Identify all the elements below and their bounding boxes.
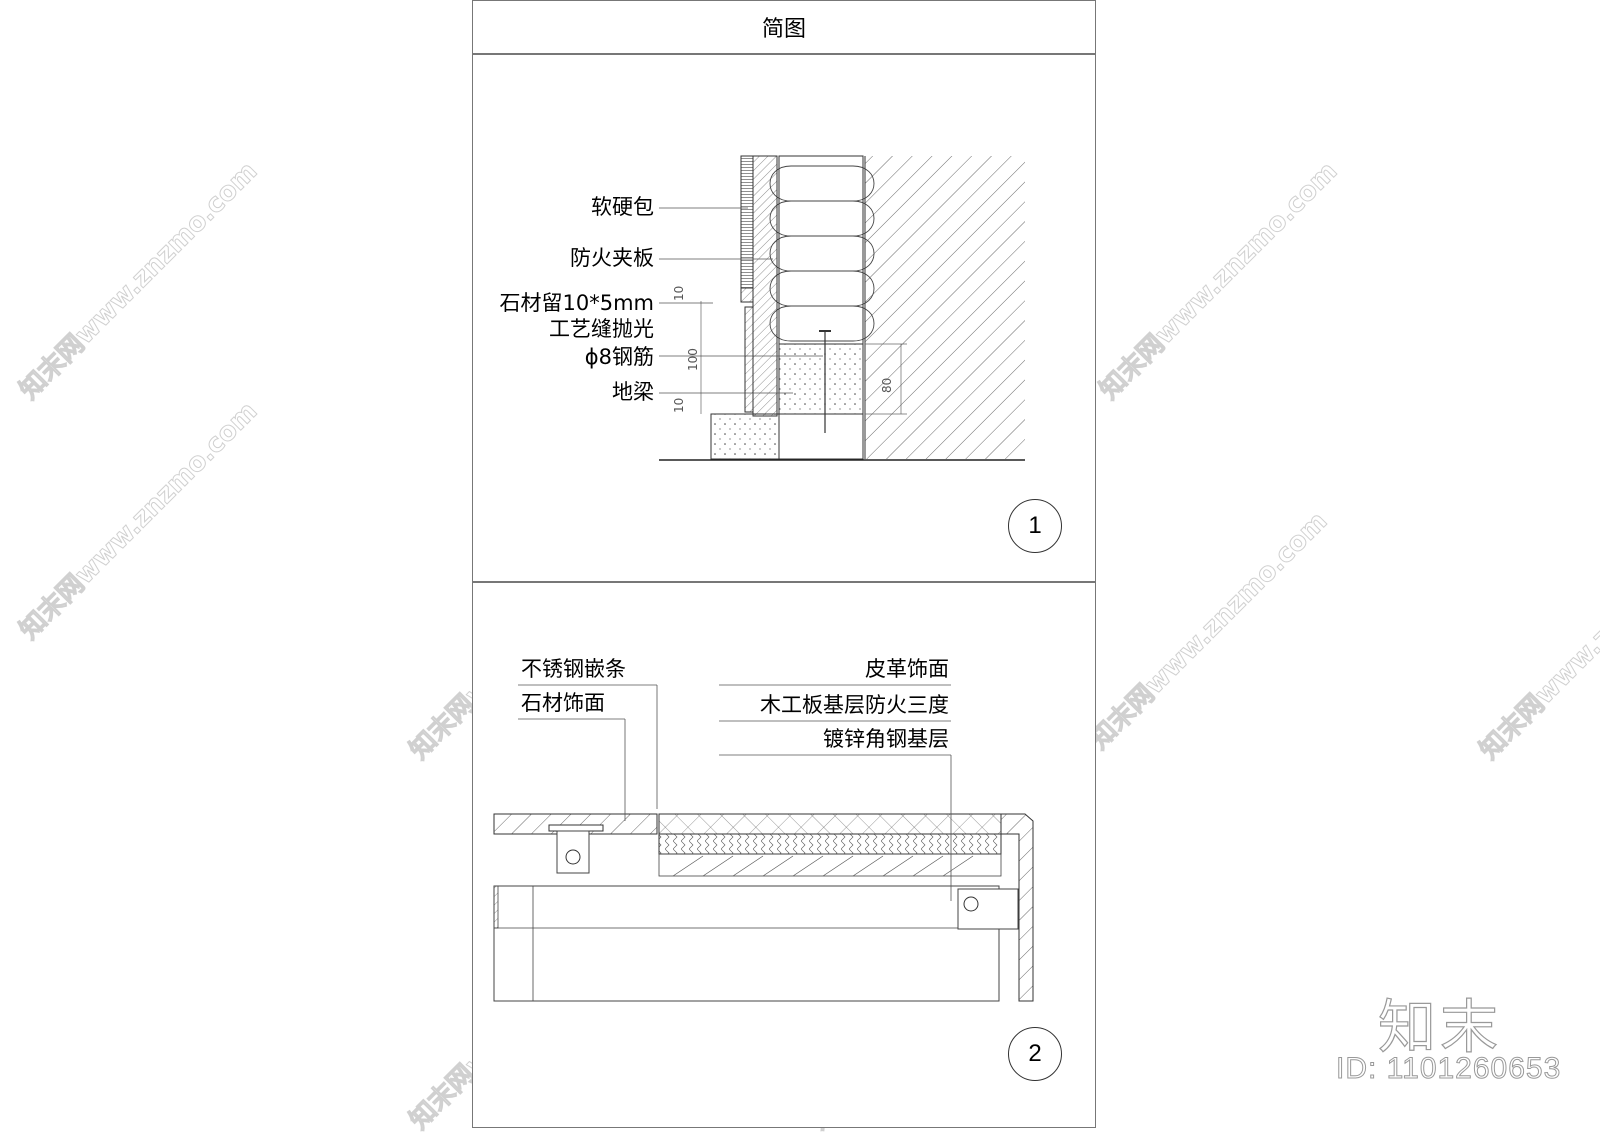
label-leather-finish: 皮革饰面 — [865, 657, 949, 681]
label-stone-groove: 石材留10*5mm — [499, 291, 655, 315]
detail-number-1: 1 — [1008, 499, 1062, 553]
label-soft-hard-pack: 软硬包 — [591, 195, 654, 219]
label-stainless-strip: 不锈钢嵌条 — [521, 657, 626, 681]
svg-text:100: 100 — [686, 348, 700, 371]
label-rebar: ϕ8钢筋 — [584, 345, 654, 369]
svg-text:10: 10 — [672, 398, 686, 413]
label-ground-beam: 地梁 — [612, 380, 654, 404]
watermark-text: 知末网www.znzmo.com — [14, 396, 264, 646]
watermark-text: 知末网www.znzmo.com — [1084, 506, 1334, 756]
watermark-text: 知末网www.znzmo.com — [1474, 516, 1600, 766]
brand-watermark: 知末 — [1377, 992, 1503, 1061]
image-id-watermark: ID: 1101260653 — [1335, 1052, 1562, 1086]
svg-text:10: 10 — [672, 286, 686, 301]
svg-text:80: 80 — [880, 378, 894, 393]
label-fireproof-plywood: 防火夹板 — [570, 246, 654, 270]
detail-number-2: 2 — [1008, 1027, 1062, 1081]
section-divider — [473, 581, 1095, 583]
watermark-text: 知末网www.znzmo.com — [14, 156, 264, 406]
sheet-title: 简图 — [473, 1, 1095, 55]
label-plywood-base: 木工板基层防火三度 — [760, 693, 949, 717]
detail-2-drawing — [493, 684, 1034, 1002]
label-stone-finish: 石材饰面 — [521, 691, 605, 715]
label-polished-joint: 工艺缝抛光 — [549, 317, 654, 341]
watermark-text: 知末网www.znzmo.com — [1094, 156, 1344, 406]
sheet-title-text: 简图 — [761, 17, 806, 42]
detail-1-drawing: 10 100 10 80 — [659, 155, 1025, 461]
drawing-sheet: 简图 — [472, 0, 1096, 1128]
cad-drawing: 10 100 10 80 — [493, 155, 1034, 1002]
label-galvanized-angle: 镀锌角钢基层 — [823, 727, 949, 751]
